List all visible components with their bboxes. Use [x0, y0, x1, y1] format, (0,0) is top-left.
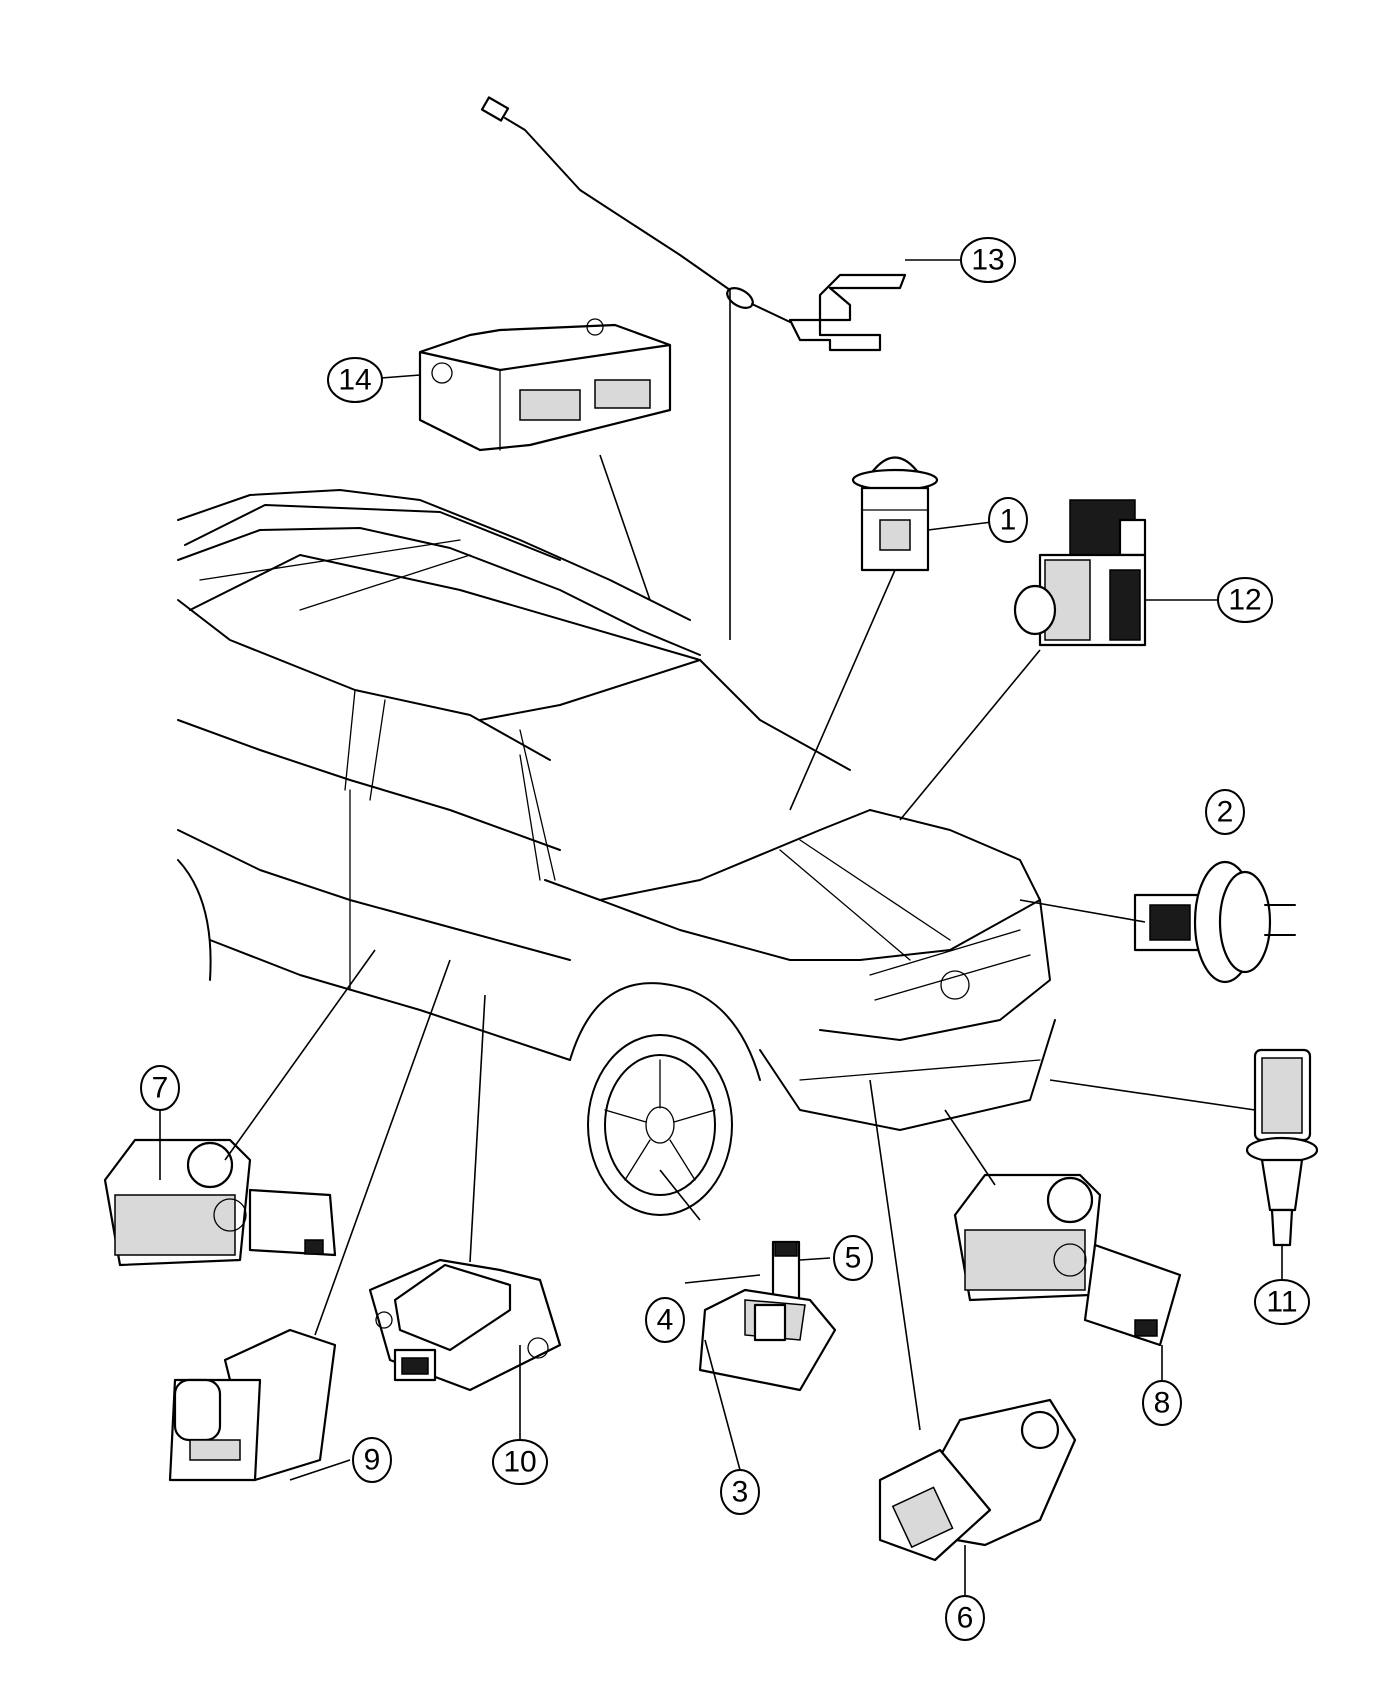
callout-label-6: 6 [957, 1602, 974, 1635]
callouts: 1 2 3 4 5 6 7 8 [140, 237, 1310, 1641]
vehicle-illustration [177, 489, 1056, 1216]
leader-7 [159, 949, 376, 1180]
callout-label-11: 11 [1266, 1286, 1297, 1319]
part-8-impact-sensor [953, 1173, 1182, 1347]
callout-label-7: 7 [152, 1072, 169, 1105]
callout-8[interactable]: 8 [1142, 1380, 1182, 1426]
leader-2 [1019, 899, 1146, 923]
part-9-switch-block [168, 1328, 337, 1482]
leader-11 [1049, 1079, 1283, 1280]
leader-5 [799, 1257, 831, 1261]
callout-10[interactable]: 10 [492, 1439, 548, 1485]
callout-label-1: 1 [1000, 504, 1017, 537]
leader-4 [684, 1274, 761, 1284]
callout-label-8: 8 [1154, 1387, 1171, 1420]
callout-4[interactable]: 4 [645, 1297, 685, 1343]
callout-11[interactable]: 11 [1254, 1279, 1310, 1325]
leader-12 [899, 599, 1218, 821]
callout-7[interactable]: 7 [140, 1065, 180, 1111]
part-1-sensor [851, 456, 939, 572]
part-7-impact-sensor [103, 1138, 337, 1267]
callout-3[interactable]: 3 [720, 1469, 760, 1515]
leader-10 [469, 994, 521, 1440]
callout-6[interactable]: 6 [945, 1595, 985, 1641]
callout-label-14: 14 [338, 364, 371, 397]
leader-13 [729, 259, 960, 640]
leader-8 [944, 1109, 1163, 1380]
callout-2[interactable]: 2 [1205, 789, 1245, 835]
callout-label-13: 13 [971, 244, 1004, 277]
leader-3 [659, 1169, 741, 1471]
callout-5[interactable]: 5 [833, 1235, 873, 1281]
callout-12[interactable]: 12 [1217, 577, 1273, 623]
part-12-sensor [1013, 499, 1147, 647]
leader-9 [289, 959, 451, 1481]
callout-14[interactable]: 14 [327, 357, 383, 403]
callout-label-5: 5 [845, 1242, 862, 1275]
callout-1[interactable]: 1 [988, 497, 1028, 543]
part-2-sensor [1133, 860, 1296, 984]
callout-label-9: 9 [364, 1444, 381, 1477]
part-11-temp-sensor [1245, 1048, 1319, 1247]
leader-lines [159, 259, 1283, 1595]
callout-13[interactable]: 13 [960, 237, 1016, 283]
callout-label-3: 3 [732, 1476, 749, 1509]
callout-label-10: 10 [503, 1446, 536, 1479]
part-13-antenna-cable [480, 96, 907, 352]
part-14-control-module [418, 318, 672, 452]
leader-6 [869, 1079, 966, 1595]
part-3-4-5-tpms-sensor [698, 1240, 837, 1392]
callout-9[interactable]: 9 [352, 1437, 392, 1483]
callout-label-4: 4 [657, 1304, 674, 1337]
part-10-sensor [368, 1258, 562, 1392]
callout-label-2: 2 [1217, 796, 1234, 829]
part-6-impact-sensor [878, 1398, 1077, 1562]
callout-label-12: 12 [1228, 584, 1261, 617]
